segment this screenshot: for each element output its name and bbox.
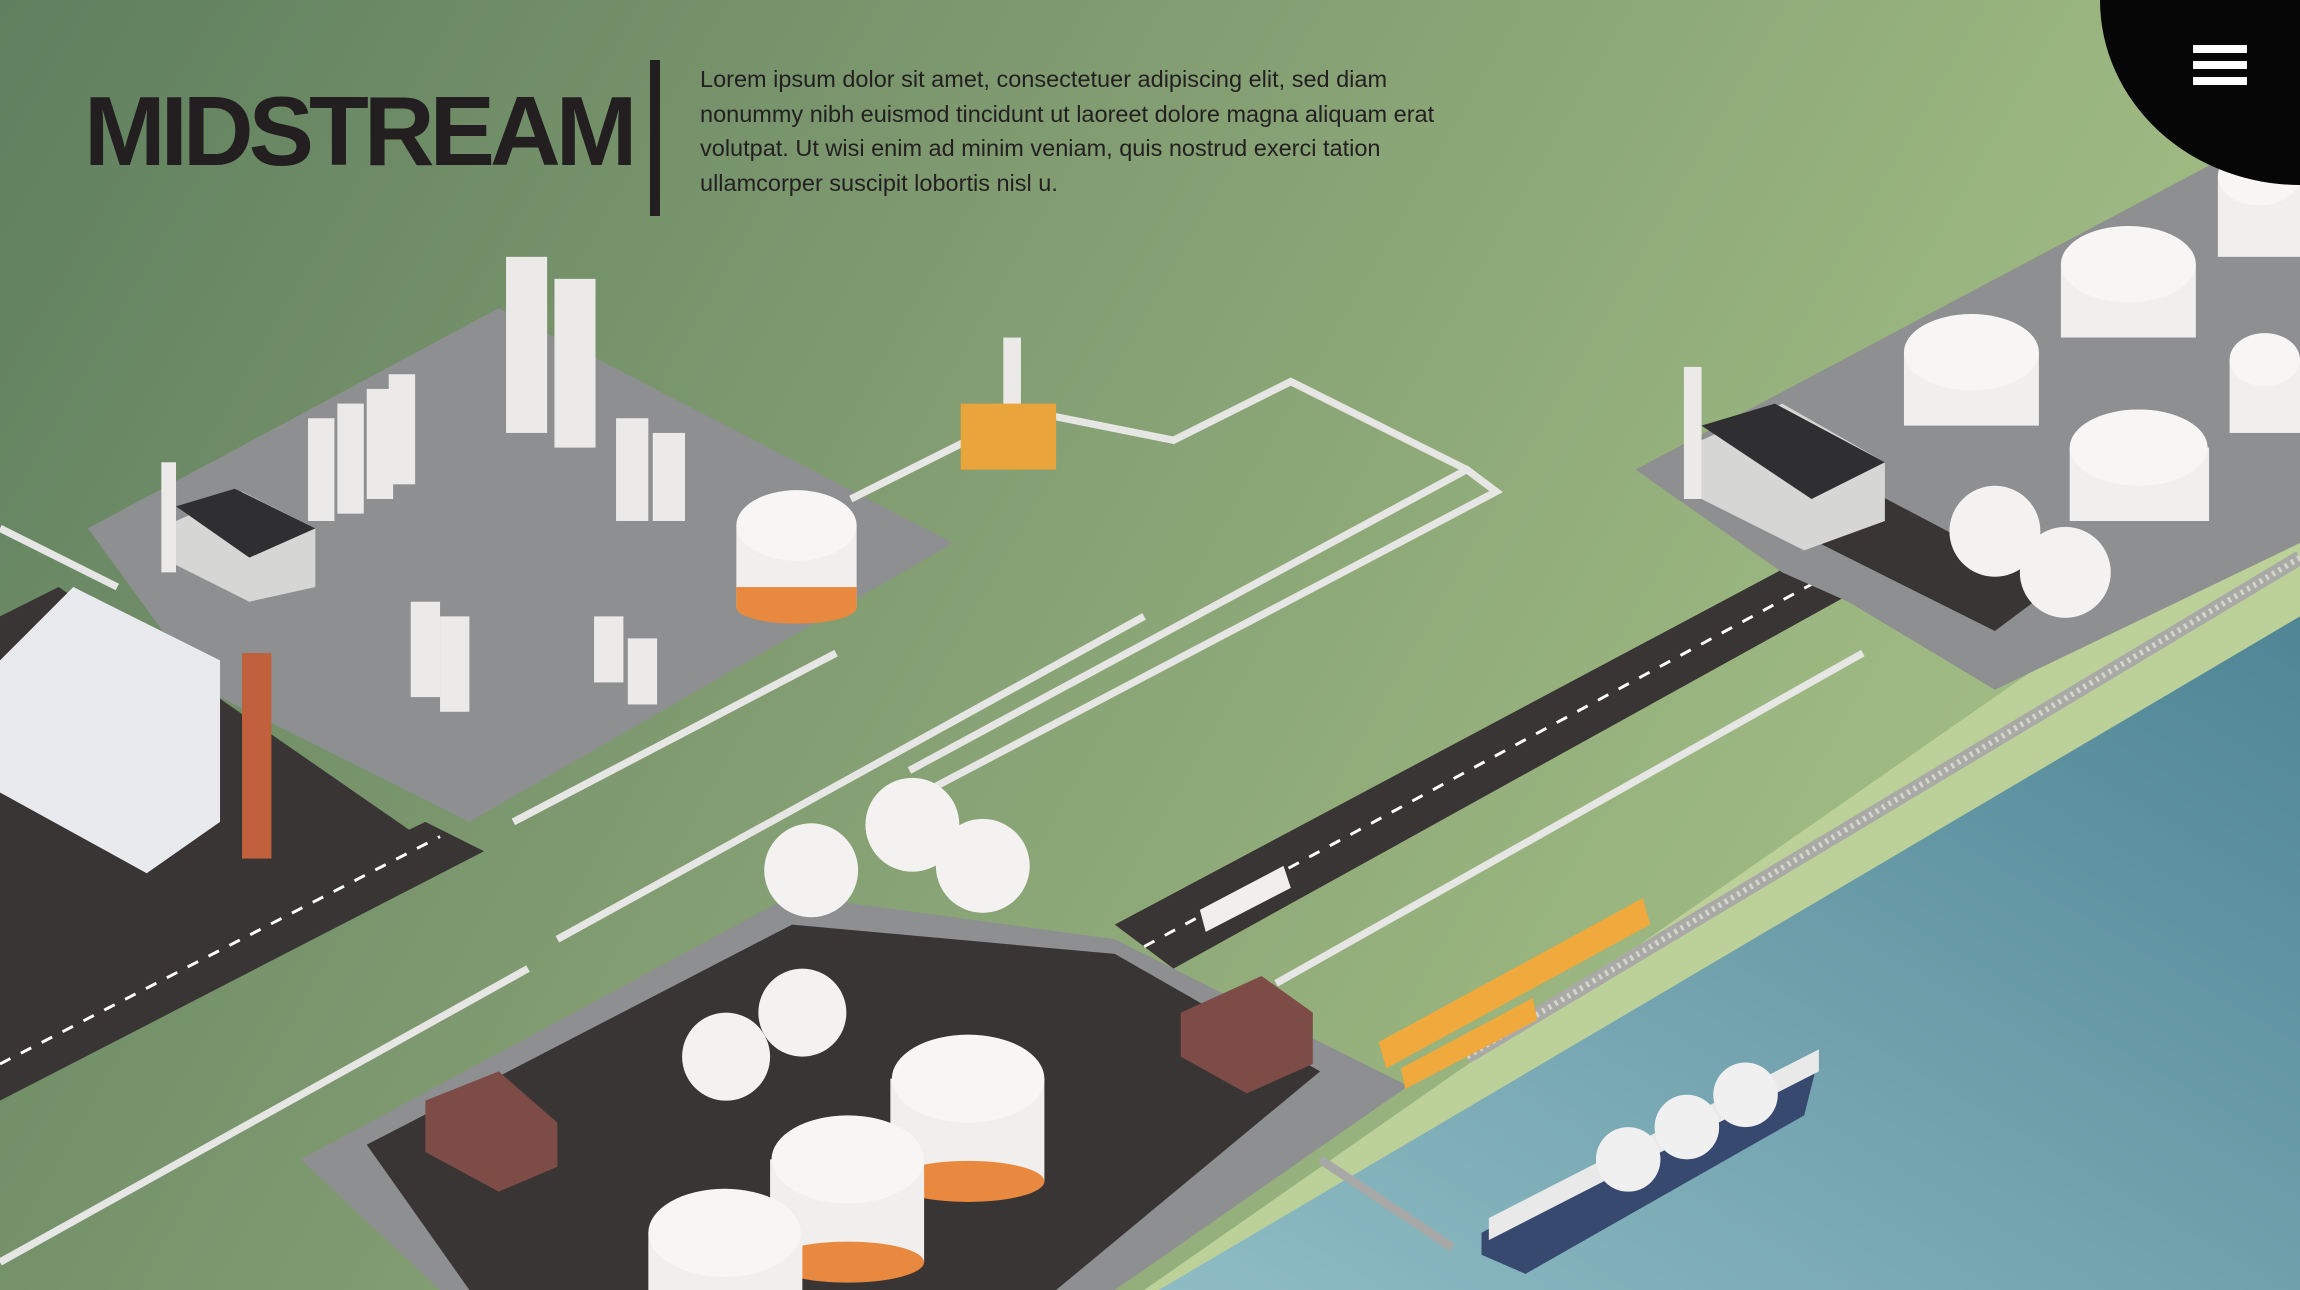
tank: [2229, 333, 2300, 433]
storage-tanks: [648, 146, 2300, 1290]
spherical-tanks: [682, 485, 2111, 1101]
tank: [736, 490, 857, 624]
pipelines: [0, 377, 1865, 1266]
refinery-platform: [88, 308, 954, 822]
refinery-columns: [308, 256, 686, 712]
rail-cars: [1378, 898, 1651, 1089]
title-divider: [650, 60, 660, 216]
water: [1158, 616, 2300, 1290]
menu-button[interactable]: [2190, 40, 2250, 90]
shore: [1144, 484, 2300, 1290]
tank: [648, 1188, 803, 1290]
jetty: [1317, 1155, 1455, 1252]
buildings: [0, 337, 1885, 1192]
road-left: [0, 821, 485, 1101]
railway-sleepers: [1465, 555, 2300, 1060]
intro-paragraph: Lorem ipsum dolor sit amet, consectetuer…: [700, 66, 1435, 196]
tank: [2069, 409, 2210, 521]
road-main: [1114, 557, 1863, 969]
tank: [1903, 314, 2039, 426]
lng-ship: [1481, 1049, 1819, 1274]
tank: [2060, 226, 2196, 338]
page-title: MIDSTREAM: [84, 76, 637, 186]
storage-yard: [366, 924, 1321, 1290]
tanker-truck: [1199, 865, 1291, 932]
tank: [770, 1115, 925, 1283]
